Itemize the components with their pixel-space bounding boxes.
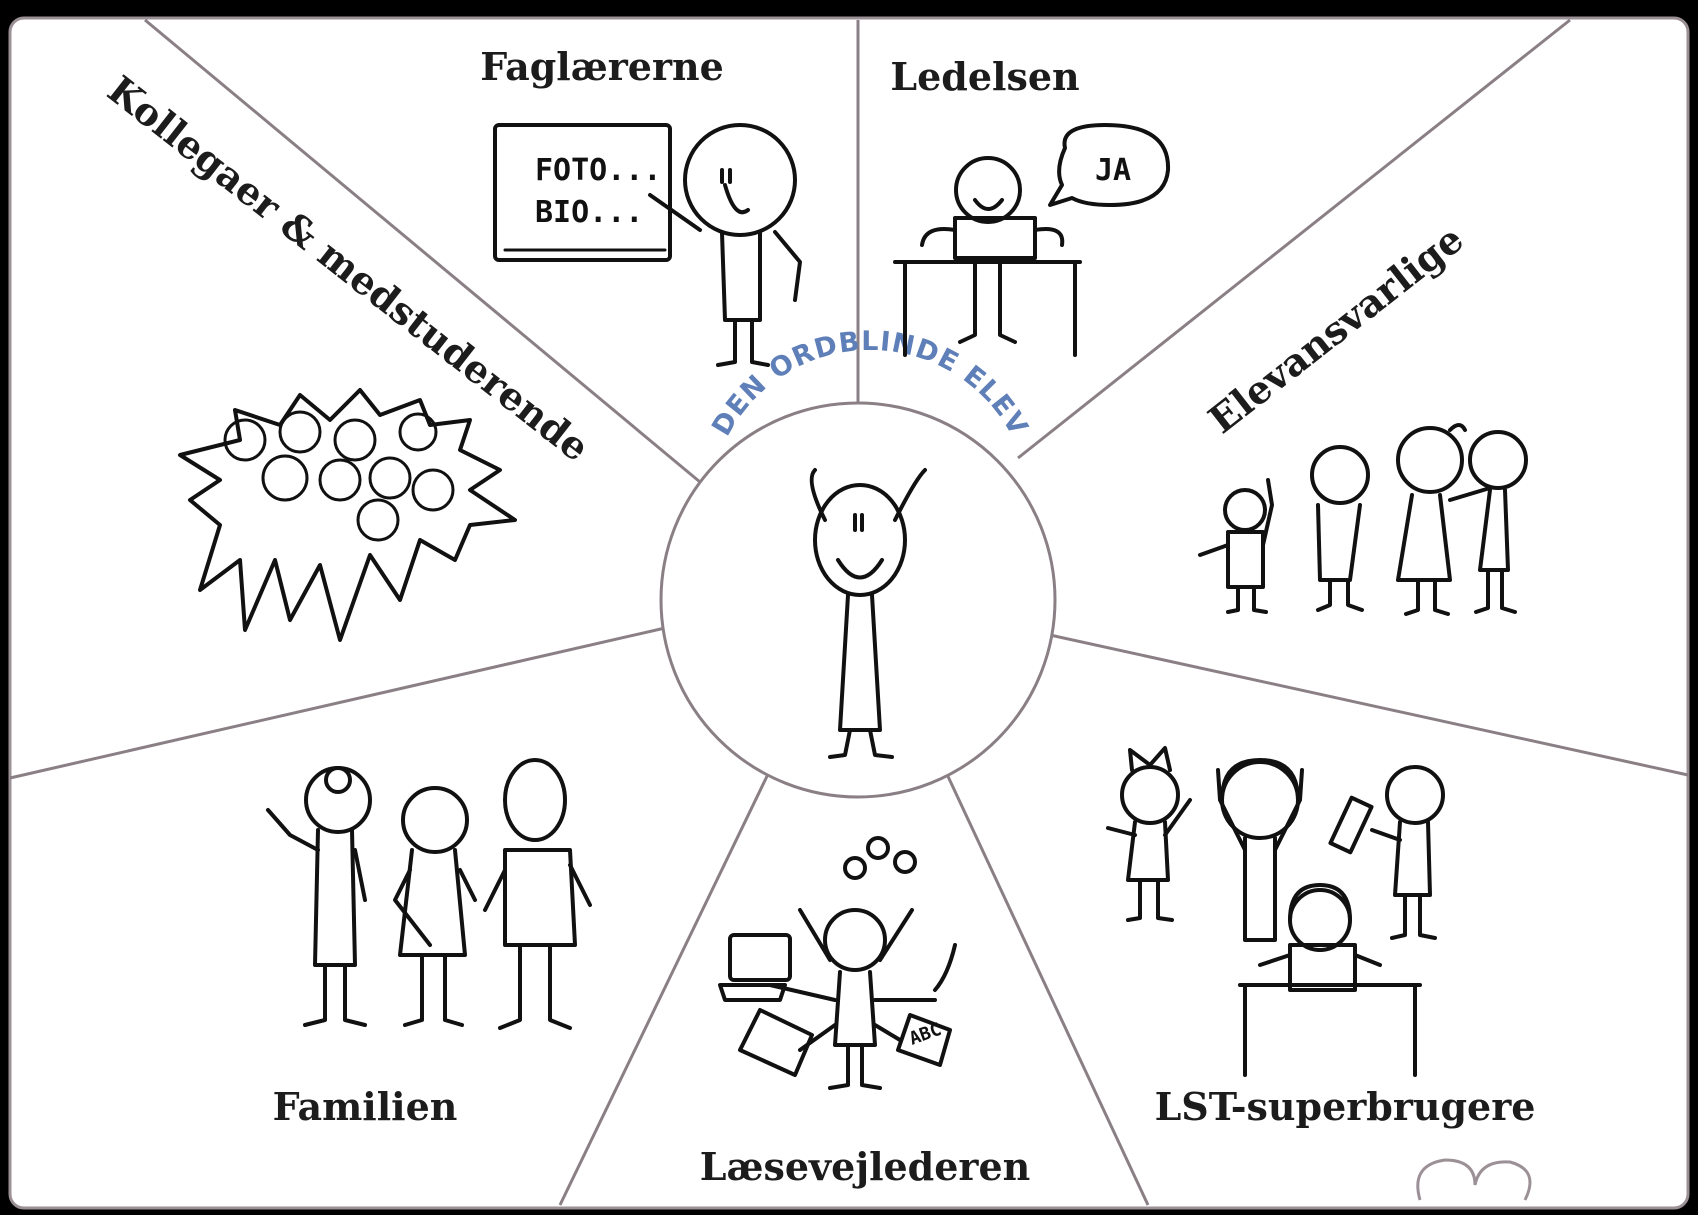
label-faglaererne: Faglærerne <box>480 44 724 89</box>
student-figure <box>809 468 927 759</box>
label-laesevejlederen: Læsevejlederen <box>700 1144 1031 1189</box>
svg-text:FOTO...: FOTO... <box>535 153 661 188</box>
label-ledelsen: Ledelsen <box>890 54 1079 99</box>
family-illustration <box>266 758 592 1030</box>
lst-superusers-illustration <box>1106 746 1445 1077</box>
management-illustration: JA <box>893 123 1171 357</box>
heart-icon <box>1416 1158 1532 1201</box>
student-counselors-illustration <box>1198 423 1528 616</box>
label-familien: Familien <box>273 1084 458 1129</box>
colleagues-illustration <box>178 388 517 642</box>
svg-text:JA: JA <box>1095 153 1131 188</box>
section-dividers <box>9 18 1689 1206</box>
teacher-illustration: FOTO... BIO... <box>493 123 802 367</box>
label-lst: LST-superbrugere <box>1155 1084 1536 1129</box>
reading-advisor-illustration: ABC <box>718 836 957 1090</box>
svg-text:BIO...: BIO... <box>535 195 643 230</box>
center-circle <box>659 401 1057 799</box>
